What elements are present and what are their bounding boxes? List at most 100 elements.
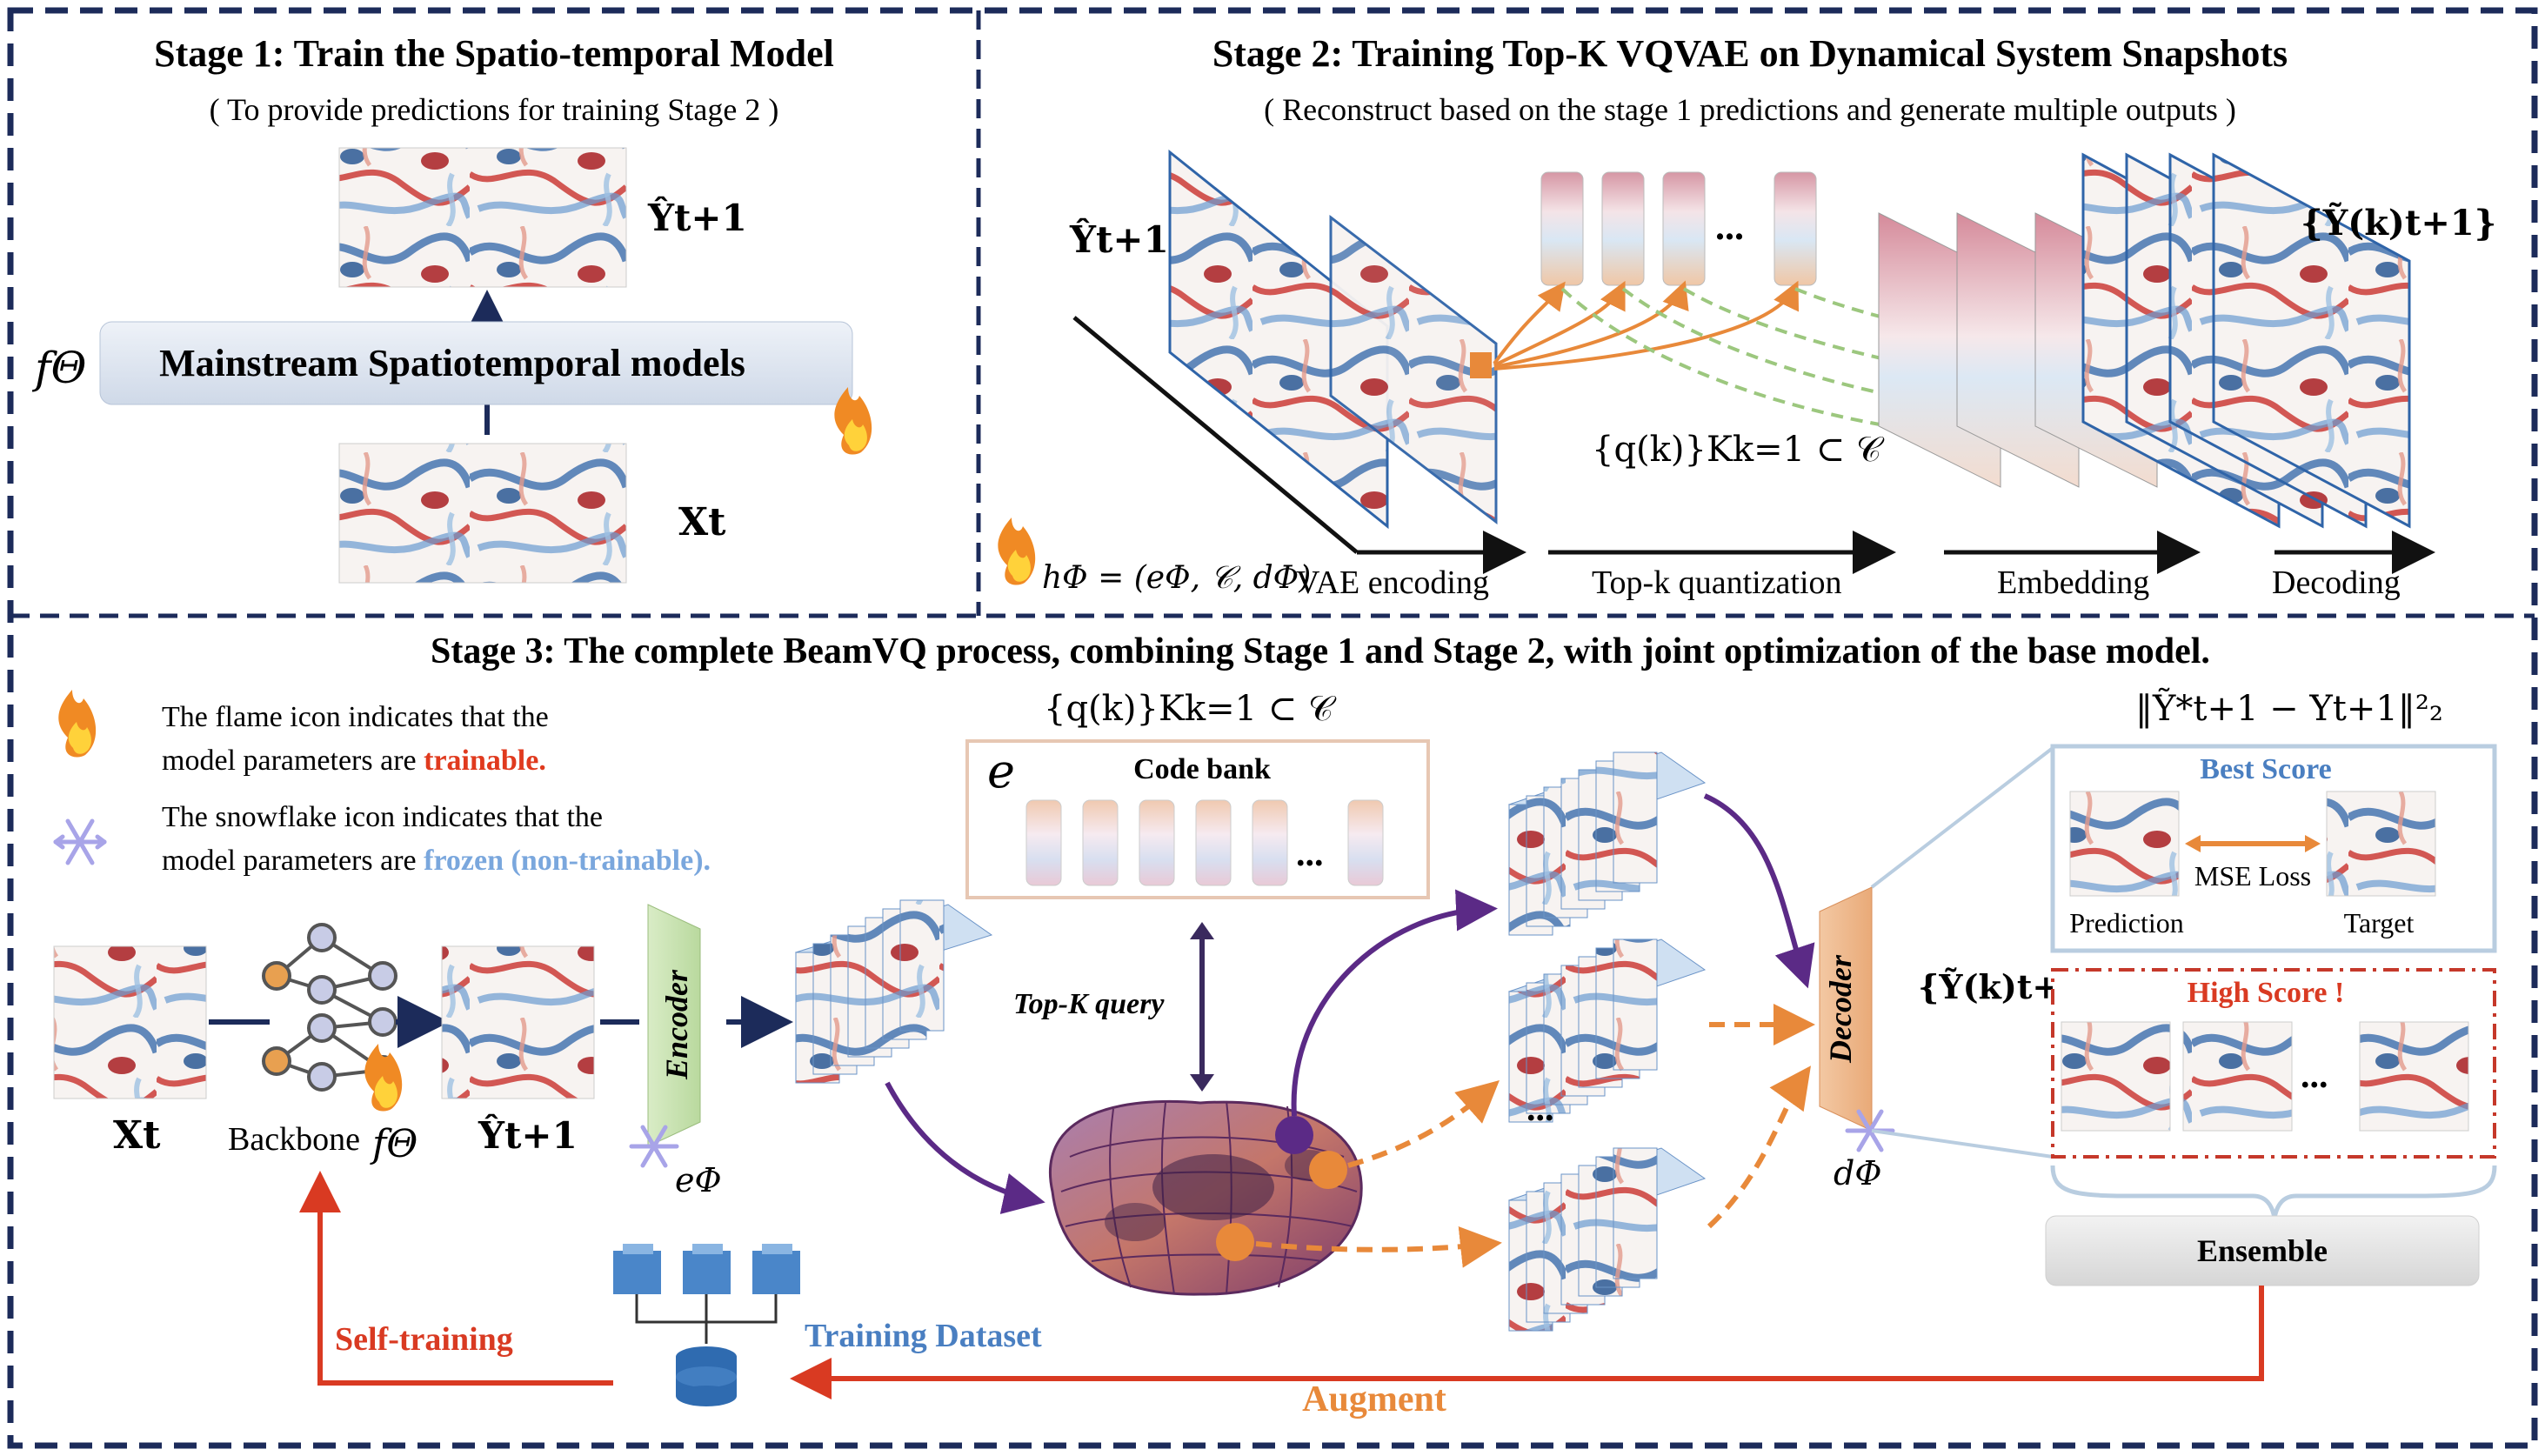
stage1-flame-icon [834,387,872,455]
encoder-e-phi: eΦ [675,1161,722,1199]
manifold-point-high [1216,1223,1254,1261]
code-bank-e-label: e [987,744,1015,798]
stage2-h-phi: hΦ = (eΦ, 𝒞, dΦ) [1042,560,1311,596]
high-score-snapshot [2061,1021,2171,1132]
legend-flame-line1: The flame icon indicates that the [162,701,549,733]
backbone-flame-icon [364,1044,403,1112]
stage2-quant-arrow [1493,280,1689,369]
stage1-title: Stage 1: Train the Spatio-temporal Model [154,32,834,75]
stage1-model-box [99,321,853,405]
code-bank-vector [1082,799,1119,886]
self-training-label: Self-training [335,1321,513,1358]
stage2-step-topk: Top-k quantization [1592,564,1842,601]
augment-arrow [790,1286,2264,1399]
high-score-ellipsis: ... [2301,1056,2328,1096]
stage1-f-theta: fΘ [31,343,87,393]
code-bank-vector [1347,799,1384,886]
legend-snowflake-icon [53,818,107,865]
stage1-x-t-label: Xt [678,500,726,544]
stage2-quant-arrow [1493,281,1566,365]
topk-query-label: Top-K query [1013,988,1165,1020]
stage2-step-vae: VAE encoding [1296,564,1489,601]
best-prediction-snapshot [2069,791,2180,897]
mse-arrow-head-left [2185,835,2201,852]
stage3-panel: Stage 3: The complete BeamVQ process, co… [53,631,2497,1419]
legend-flame-icon [58,690,97,758]
stage2-code-vector [1540,171,1584,286]
decoder-label: Decoder [1823,954,1858,1064]
outer-frame [7,7,2538,1449]
backbone-label: Backbone [228,1121,360,1158]
stage2-depth-axis [1072,316,1359,554]
stage2-title: Stage 2: Training Top-K VQVAE on Dynamic… [1212,32,2288,75]
code-bank-vector [1025,799,1062,886]
stage3-title: Stage 3: The complete BeamVQ process, co… [431,631,2210,671]
stage2-code-vector [1773,171,1817,286]
stage2-encoded-pixel [1470,352,1492,378]
high-score-snapshot [2182,1021,2293,1132]
code-bank-vector [1252,799,1288,886]
stage3-y-hat-label: Ŷt+1 [478,1113,578,1157]
stage3-input-snapshot [53,945,207,1099]
backbone-f-theta: fΘ [370,1122,417,1166]
legend-snow-line2: model parameters are frozen (non-trainab… [162,845,711,877]
high-score-snapshot [2359,1021,2469,1132]
decoder-connector-bottom [1871,1129,2054,1159]
stage3-codes-label: {q(k)}Kk=1 ⊂ 𝒞 [1044,689,1337,729]
encoder-block [647,904,701,1147]
high-code-arrow [1255,1226,1502,1268]
stage2-input-slice-2 [1329,214,1498,525]
stage2-panel: Stage 2: Training Top-K VQVAE on Dynamic… [998,32,2496,601]
self-training-arrow [299,1171,613,1386]
stage2-step-embedding: Embedding [1997,564,2149,601]
stage1-panel: Stage 1: Train the Spatio-temporal Model… [31,32,872,584]
high-code-arrow [1347,1080,1500,1168]
code-bank-vector [1195,799,1232,886]
legend-flame-line2: model parameters are trainable. [162,745,546,777]
candidate-stack-2 [1507,938,1707,1123]
encoder-snowflake-icon [629,1125,679,1168]
stage2-quant-arrow [1493,280,1626,367]
stage2-output-slice [2212,152,2411,529]
encoder-label: Encoder [659,969,694,1080]
candidate-stack-3 [1507,1147,1707,1332]
stage2-y-hat-label: Ŷt+1 [1069,217,1169,261]
prediction-label: Prediction [2069,907,2184,938]
mse-arrow-head-right [2305,835,2321,852]
best-score-label: Best Score [2200,753,2331,785]
manifold-point-best [1275,1116,1313,1154]
stage1-model-label: Mainstream Spatiotemporal models [159,342,745,384]
stage2-code-ellipsis: ... [1715,205,1744,248]
decoder-connector-top [1870,746,2054,889]
training-dataset-label: Training Dataset [805,1318,1042,1354]
stage2-input-slice-1 [1168,149,1389,530]
latent-grid-stack [794,899,993,1084]
mse-loss-label: MSE Loss [2194,860,2311,892]
latent-to-manifold-arrow [885,1081,1045,1214]
stage2-code-vector [1662,171,1706,286]
stage2-outputs-label: {Ỹ(k)t+1} [2301,203,2496,244]
codebook-manifold [1049,1099,1363,1296]
stage1-subtitle: ( To provide predictions for training St… [210,92,779,127]
best-code-arrow [1291,889,1498,1117]
stage1-prediction-snapshot [338,147,627,288]
ensemble-brace [2050,1165,2497,1219]
candidate-ellipsis: ... [1526,1089,1554,1129]
stage2-flame-icon [998,518,1036,585]
stage2-quant-arrow [1493,280,1799,371]
code-bank-vector [1139,799,1175,886]
stage1-y-hat-label: Ŷt+1 [647,196,747,239]
best-target-snapshot [2326,791,2436,897]
stack-to-decoder-arrow [1703,793,1815,989]
stage3-prediction-snapshot [441,945,595,1099]
candidate-stack-1 [1507,751,1707,936]
stack-to-decoder-arrow [1707,1065,1811,1229]
high-score-label: High Score ! [2188,977,2345,1009]
legend-snow-line1: The snowflake icon indicates that the [162,801,603,833]
stage1-input-snapshot [338,443,627,584]
stage2-codes-label: {q(k)}Kk=1 ⊂ 𝒞 [1592,430,1885,470]
code-bank-title: Code bank [1133,753,1271,785]
stage2-subtitle: ( Reconstruct based on the stage 1 predi… [1264,92,2236,127]
manifold-point-high [1309,1151,1347,1189]
